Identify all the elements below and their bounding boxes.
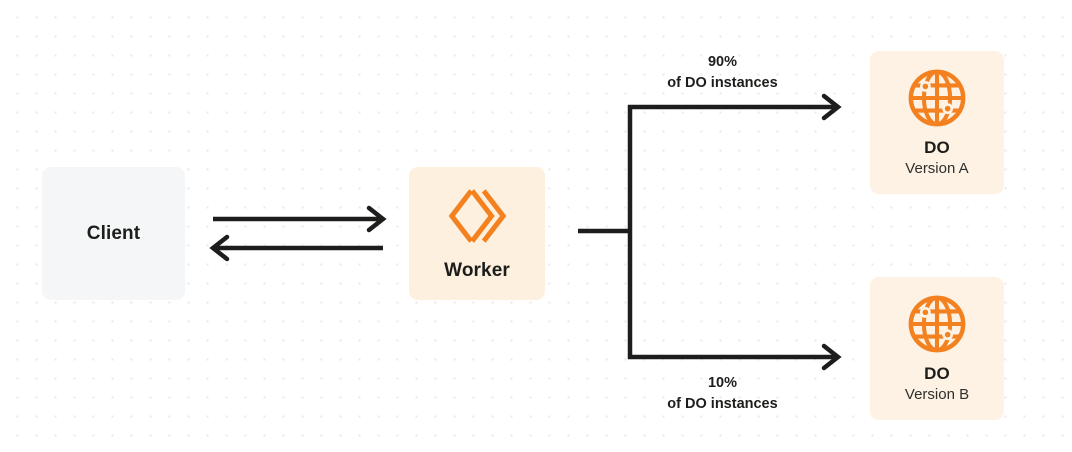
edge-label-10-percent-line2: of DO instances xyxy=(667,396,778,413)
node-client: Client xyxy=(42,167,185,300)
node-do-b-label: DO xyxy=(924,363,950,383)
edge-worker-to-client xyxy=(209,234,383,262)
edge-worker-to-do-b xyxy=(628,343,842,371)
edge-label-10-percent: 10% of DO instances xyxy=(620,373,825,415)
edge-client-to-worker xyxy=(213,205,387,233)
edge-label-90-percent: 90% of DO instances xyxy=(620,52,825,94)
node-client-label: Client xyxy=(86,222,141,244)
node-do-a-sublabel: Version A xyxy=(905,160,969,178)
edge-label-90-percent-line2: of DO instances xyxy=(667,75,778,92)
node-do-b-sublabel: Version B xyxy=(904,386,970,404)
node-do-version-b: DO Version B xyxy=(870,277,1004,420)
node-worker: Worker xyxy=(409,167,545,300)
node-worker-label: Worker xyxy=(444,259,510,281)
edge-worker-to-do-a xyxy=(628,93,842,121)
node-do-a-label: DO xyxy=(924,137,950,157)
edge-label-10-percent-line1: 10% xyxy=(707,375,738,391)
durable-object-globe-icon xyxy=(906,293,968,355)
durable-object-globe-icon xyxy=(906,67,968,129)
edge-worker-split-trunk xyxy=(578,105,633,359)
cloudflare-workers-icon xyxy=(446,186,508,246)
edge-label-90-percent-line1: 90% xyxy=(707,54,738,70)
node-do-version-a: DO Version A xyxy=(870,51,1004,194)
